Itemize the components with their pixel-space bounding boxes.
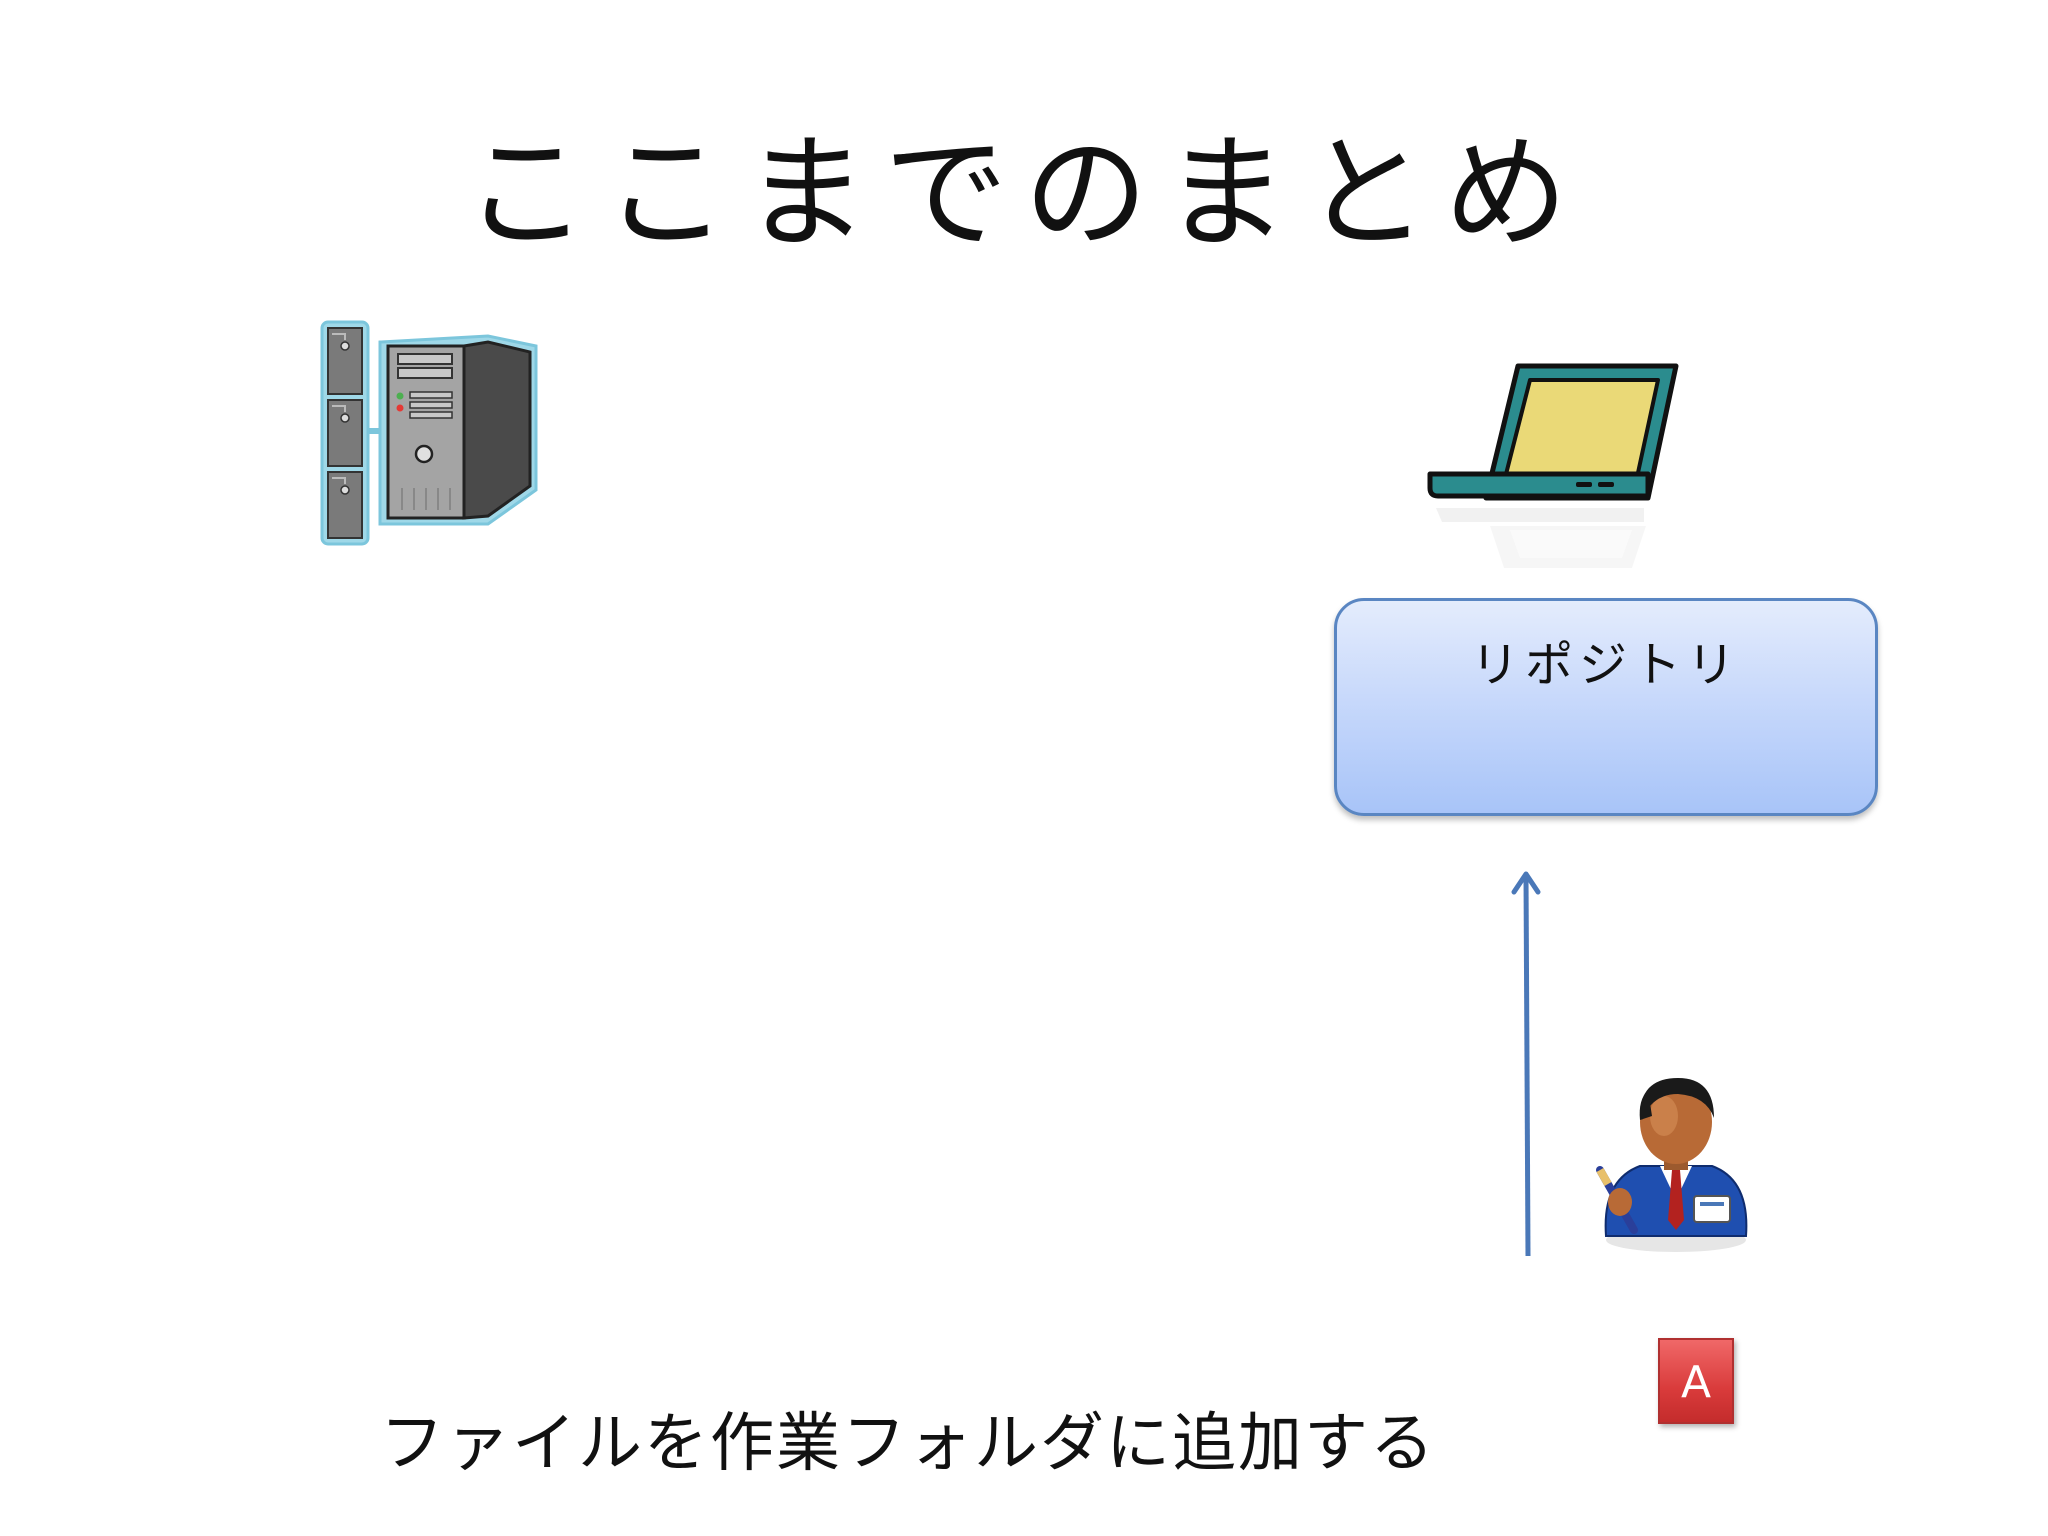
slide-caption: ファイルを作業フォルダに追加する	[380, 1407, 1436, 1481]
repository-box: リポジトリ	[1334, 598, 1878, 816]
file-badge: A	[1658, 1338, 1734, 1424]
laptop-icon	[1427, 363, 1679, 568]
slide-title: ここまでのまとめ	[463, 122, 1584, 266]
arrow-up-icon	[1511, 871, 1541, 1257]
server-icon	[320, 320, 538, 546]
repository-label: リポジトリ	[1470, 637, 1741, 693]
user-icon	[1596, 1078, 1748, 1252]
